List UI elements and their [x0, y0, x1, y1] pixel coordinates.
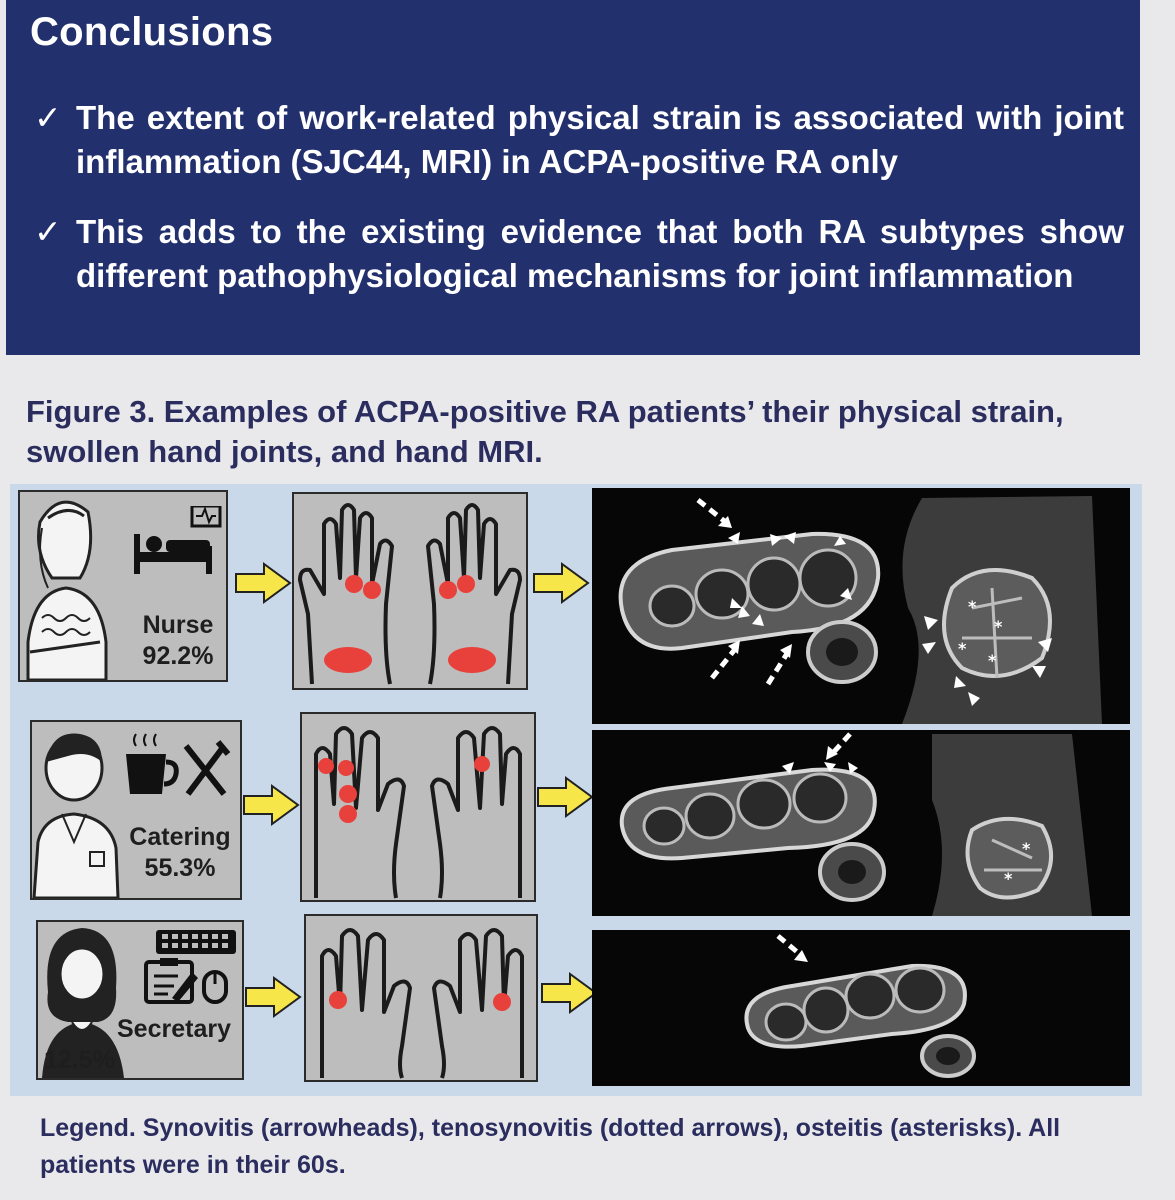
conclusion-point-2-text: This adds to the existing evidence that … — [76, 213, 1124, 294]
right-arrow-icon — [245, 976, 302, 1018]
hand-mri-secretary — [592, 930, 1130, 1086]
hospital-bed-icon — [134, 506, 222, 574]
check-icon: ✓ — [34, 213, 62, 250]
conclusions-title: Conclusions — [30, 10, 274, 54]
job-label-secretary: Secretary 12.5% — [44, 1015, 231, 1074]
conclusion-point-1-text: The extent of work-related physical stra… — [76, 99, 1124, 180]
swollen-joints-panel-nurse — [292, 492, 528, 690]
job-panel-catering: Catering 55.3% — [30, 720, 242, 900]
right-arrow-icon — [533, 562, 590, 604]
conclusion-point-2: ✓ This adds to the existing evidence tha… — [34, 210, 1124, 298]
coffee-cutlery-icon — [126, 733, 231, 796]
osteitis-marker: * — [994, 617, 1003, 636]
job-panel-nurse: Nurse 92.2% — [18, 490, 228, 682]
hands-icon — [314, 726, 522, 899]
job-label-catering: Catering 55.3% — [129, 823, 231, 882]
nurse-person-icon — [26, 500, 108, 680]
hands-icon — [320, 928, 524, 1079]
figure-legend: Legend. Synovitis (arrowheads), tenosyno… — [40, 1114, 1061, 1179]
osteitis-marker: * — [988, 651, 997, 670]
job-panel-secretary: Secretary 12.5% — [36, 920, 244, 1080]
keyboard-clipboard-icon — [144, 930, 236, 1004]
figure-title: Figure 3. Examples of ACPA-positive RA p… — [26, 394, 1064, 469]
osteitis-marker: * — [1004, 869, 1013, 888]
conclusions-banner: Conclusions ✓ The extent of work-related… — [6, 0, 1140, 355]
mri-scan-image: * * — [619, 732, 1092, 916]
mri-scan-image — [744, 934, 976, 1078]
mri-scan-image: * * * * — [618, 496, 1102, 724]
right-arrow-icon — [243, 784, 300, 826]
hand-mri-nurse: * * * * — [592, 488, 1130, 724]
caterer-person-icon — [32, 733, 120, 898]
swollen-joints-panel-secretary — [304, 914, 538, 1082]
osteitis-marker: * — [968, 597, 977, 616]
osteitis-marker: * — [1022, 839, 1031, 858]
secretary-person-icon — [42, 928, 124, 1078]
osteitis-marker: * — [958, 639, 967, 658]
right-arrow-icon — [235, 562, 292, 604]
hands-icon — [298, 503, 522, 685]
check-icon: ✓ — [34, 99, 62, 136]
conclusion-point-1: ✓ The extent of work-related physical st… — [34, 96, 1124, 184]
swollen-joints-panel-catering — [300, 712, 536, 902]
job-label-nurse: Nurse 92.2% — [142, 611, 214, 670]
figure-3: Nurse 92.2% Catering 55.3% — [10, 484, 1142, 1096]
hand-mri-catering: * * — [592, 730, 1130, 916]
right-arrow-icon — [541, 972, 598, 1014]
right-arrow-icon — [537, 776, 594, 818]
